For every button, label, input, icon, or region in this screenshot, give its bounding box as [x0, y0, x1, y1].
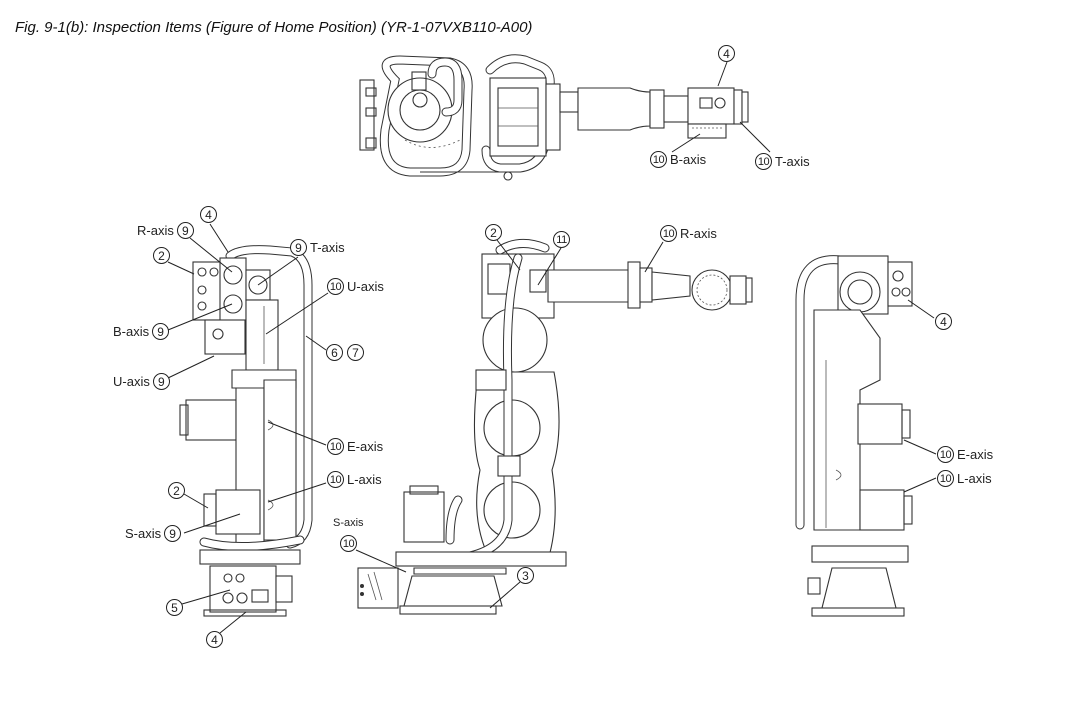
- callout-front-r-axis: R-axis 9: [137, 222, 194, 239]
- callout-front-l-axis: 10 L-axis: [327, 471, 382, 488]
- callout-front-4-top: 4: [200, 206, 217, 223]
- callout-label: T-axis: [310, 240, 345, 255]
- front-view-drawing: [179, 245, 313, 617]
- callout-rear-e-axis: 10 E-axis: [937, 446, 993, 463]
- callout-label: T-axis: [775, 154, 810, 169]
- callout-number: 4: [200, 206, 217, 223]
- side-view-drawing: [357, 239, 753, 615]
- callout-front-4-bottom: 4: [206, 631, 223, 648]
- callout-side-s-axis-num: 10: [340, 535, 357, 552]
- callout-front-u-axis-10: 10 U-axis: [327, 278, 384, 295]
- callout-top-4: 4: [718, 45, 735, 62]
- callout-number: 9: [152, 373, 170, 390]
- callout-label: B-axis: [670, 152, 707, 167]
- callout-rear-l-axis: 10 L-axis: [937, 470, 992, 487]
- callout-front-2-bottom: 2: [168, 482, 185, 499]
- callout-number: 10: [327, 471, 344, 488]
- callout-side-s-axis-label: S-axis: [333, 517, 364, 529]
- callout-number: 7: [347, 344, 364, 361]
- callout-number: 4: [935, 313, 952, 330]
- callout-number: 6: [326, 344, 343, 361]
- callout-label: S-axis: [125, 526, 162, 541]
- callout-front-b-axis: B-axis 9: [113, 323, 170, 340]
- callout-number: 4: [718, 45, 735, 62]
- callout-front-t-axis: 9 T-axis: [290, 239, 345, 256]
- callout-label: E-axis: [347, 439, 384, 454]
- rear-view-drawing: [795, 255, 913, 617]
- callout-number: 10: [327, 438, 344, 455]
- callout-number: 4: [206, 631, 223, 648]
- callout-label: R-axis: [137, 223, 174, 238]
- callout-rear-4: 4: [935, 313, 952, 330]
- callout-front-e-axis: 10 E-axis: [327, 438, 383, 455]
- callout-number: 11: [553, 231, 570, 248]
- callout-label: L-axis: [347, 472, 382, 487]
- figure-caption: Fig. 9-1(b): Inspection Items (Figure of…: [15, 19, 533, 36]
- callout-front-5: 5: [166, 599, 183, 616]
- callout-label: U-axis: [113, 374, 150, 389]
- callout-number: 10: [327, 278, 344, 295]
- callout-top-t-axis: 10 T-axis: [755, 153, 810, 170]
- callout-front-s-axis: S-axis 9: [125, 525, 182, 542]
- callout-front-6-7: 6 7: [326, 344, 364, 361]
- callout-side-3: 3: [517, 567, 534, 584]
- callout-number: 9: [290, 239, 307, 256]
- callout-number: 5: [166, 599, 183, 616]
- top-view-drawing: [359, 54, 749, 181]
- callout-number: 2: [168, 482, 185, 499]
- callout-number: 9: [152, 323, 170, 340]
- callout-number: 2: [485, 224, 502, 241]
- callout-front-u-axis-9: U-axis 9: [113, 373, 170, 390]
- leader-lines: [167, 61, 937, 634]
- callout-front-2-top: 2: [153, 247, 170, 264]
- callout-side-11: 11: [553, 231, 570, 248]
- callout-number: 2: [153, 247, 170, 264]
- callout-label: E-axis: [957, 447, 994, 462]
- callout-number: 10: [650, 151, 667, 168]
- callout-number: 10: [755, 153, 772, 170]
- callout-number: 9: [176, 222, 194, 239]
- callout-number: 3: [517, 567, 534, 584]
- callout-number: 10: [340, 535, 357, 552]
- callout-number: 9: [164, 525, 182, 542]
- callout-side-2: 2: [485, 224, 502, 241]
- callout-label: U-axis: [347, 279, 384, 294]
- callout-label: R-axis: [680, 226, 717, 241]
- callout-number: 10: [937, 446, 954, 463]
- callout-label: L-axis: [957, 471, 992, 486]
- callout-top-b-axis: 10 B-axis: [650, 151, 706, 168]
- callout-side-r-axis: 10 R-axis: [660, 225, 717, 242]
- callout-label: S-axis: [333, 517, 364, 529]
- callout-label: B-axis: [113, 324, 150, 339]
- callout-number: 10: [937, 470, 954, 487]
- callout-number: 10: [660, 225, 677, 242]
